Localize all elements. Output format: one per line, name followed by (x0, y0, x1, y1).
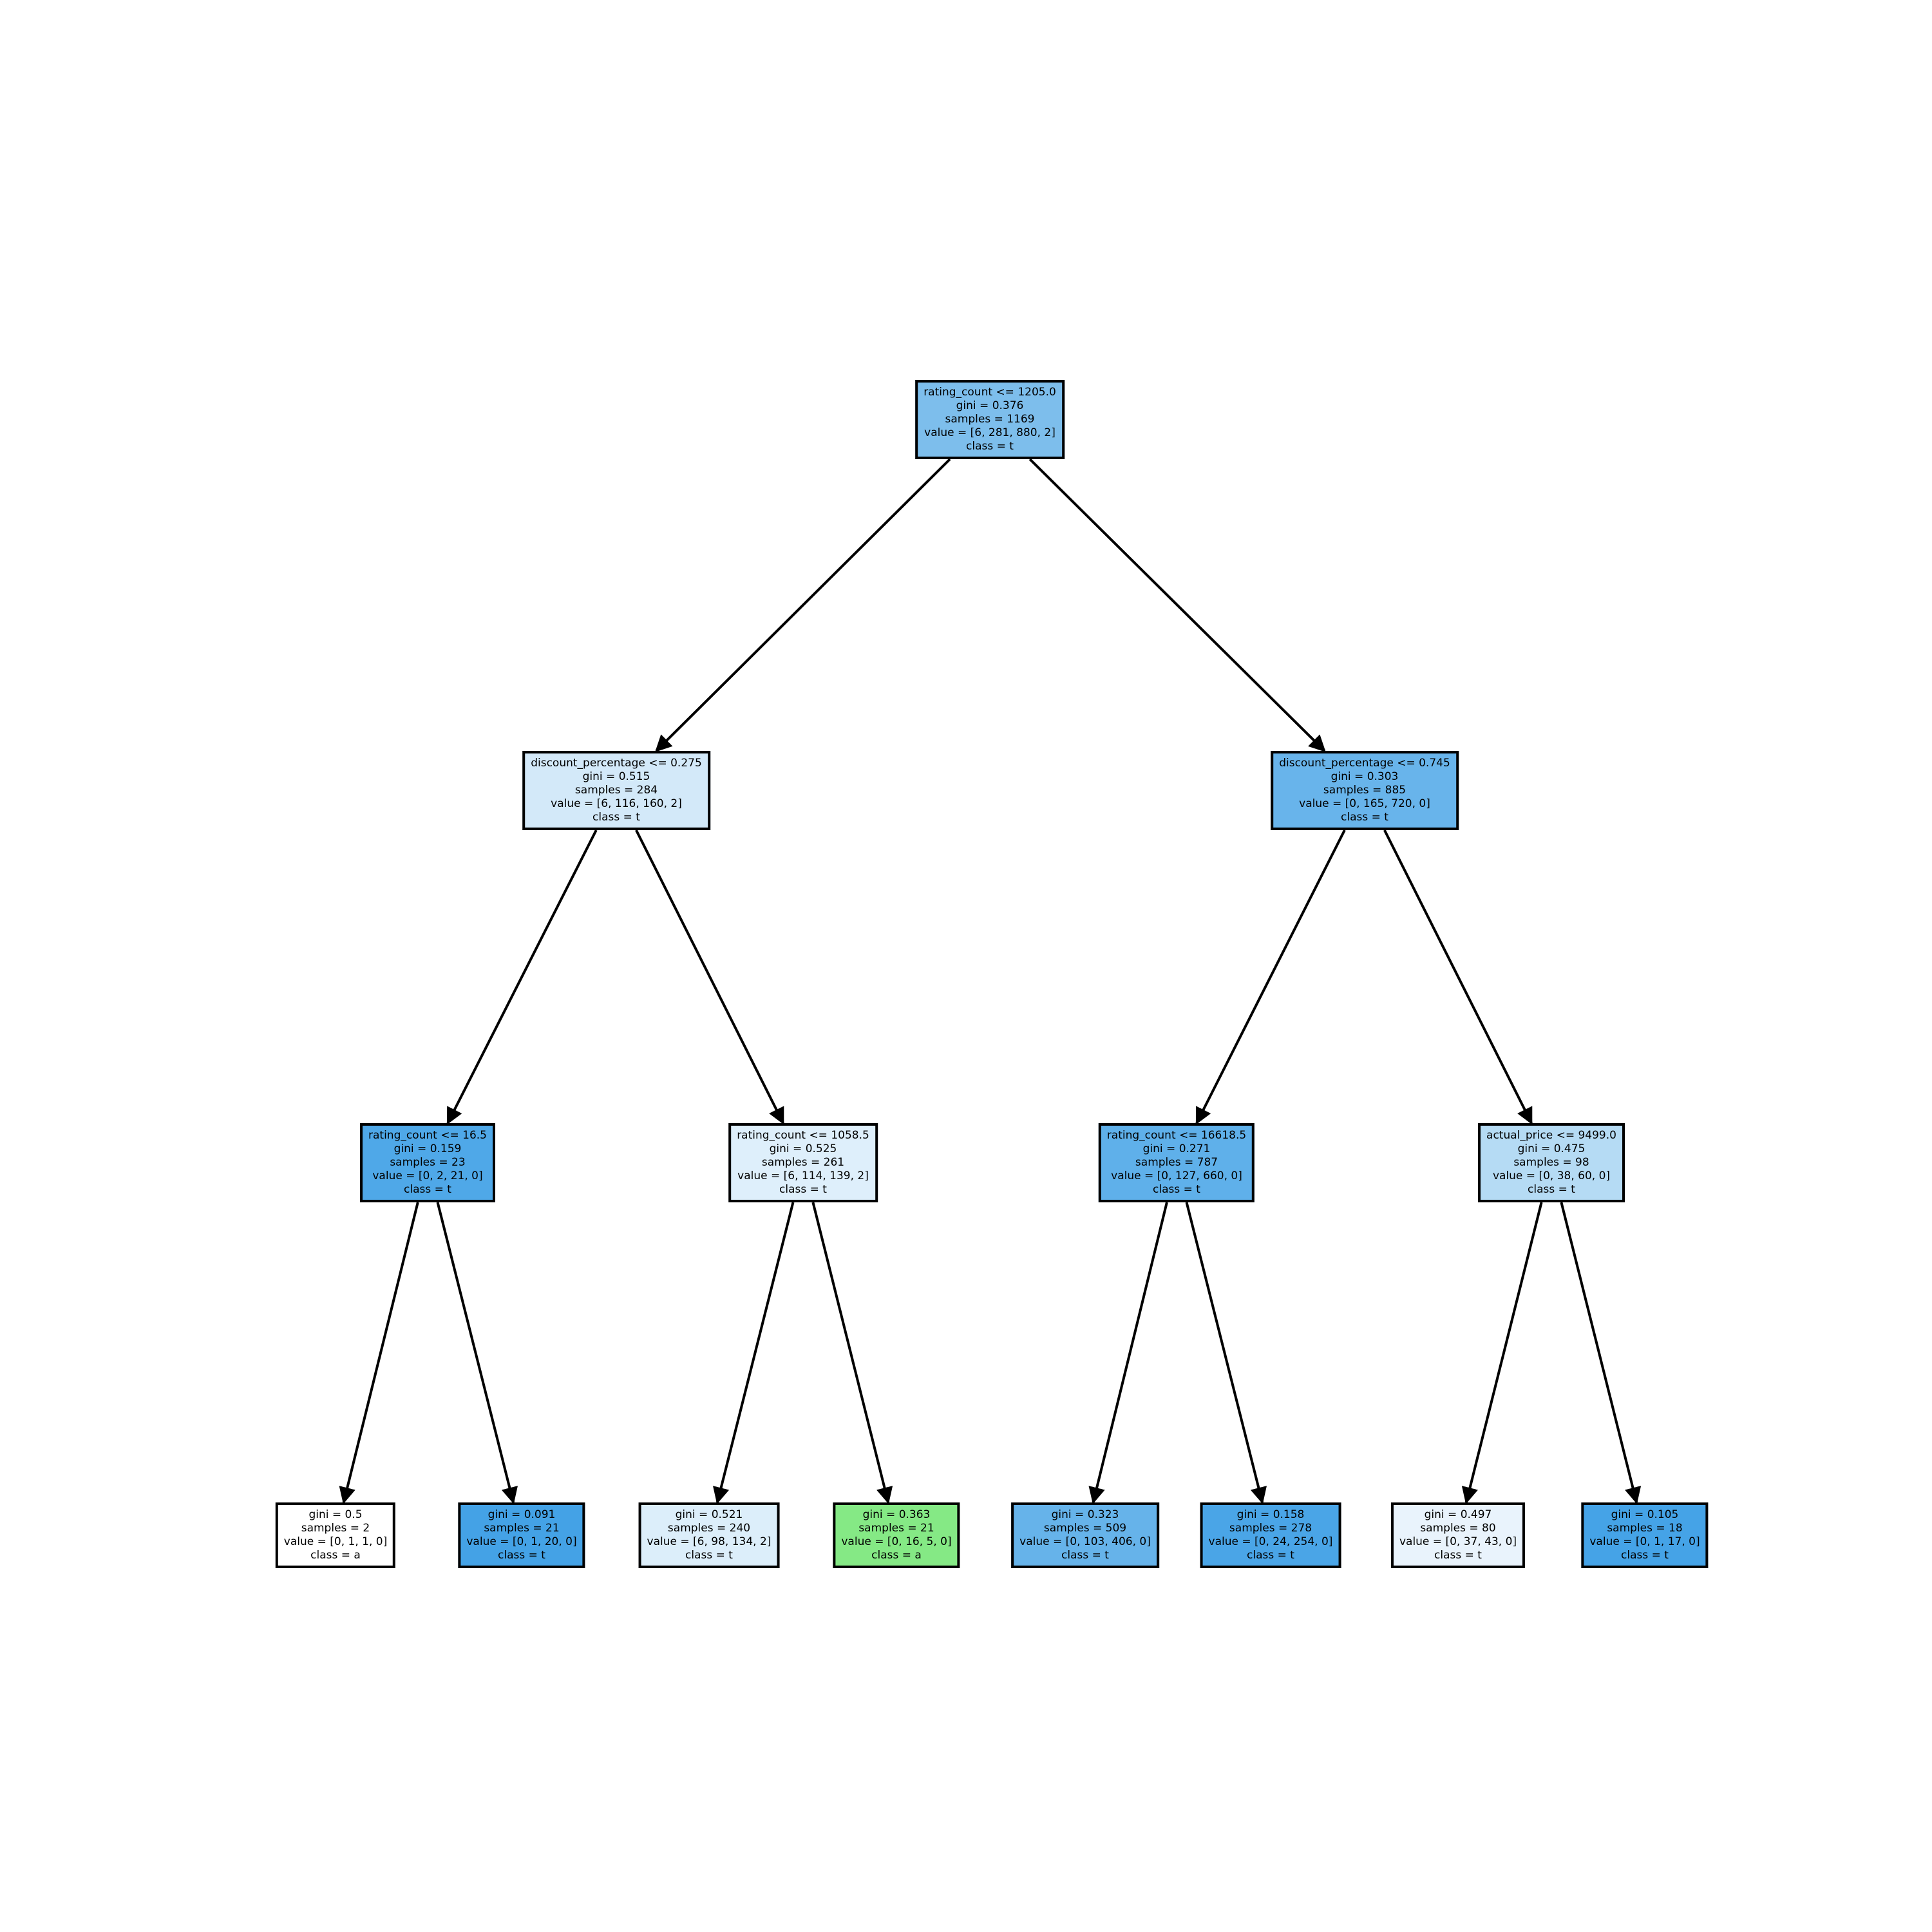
class-label: class = t (1247, 1549, 1294, 1562)
samples-count: samples = 509 (1043, 1522, 1127, 1535)
class-distribution: value = [6, 114, 139, 2] (737, 1170, 869, 1182)
samples-count: samples = 885 (1323, 784, 1406, 797)
samples-count: samples = 1169 (945, 413, 1035, 426)
class-label: class = t (685, 1549, 733, 1562)
tree-edge (436, 1202, 518, 1504)
class-label: class = a (310, 1549, 361, 1562)
tree-edge (1461, 1202, 1543, 1504)
samples-count: samples = 98 (1513, 1156, 1589, 1169)
tree-edge (1195, 829, 1346, 1125)
samples-count: samples = 240 (667, 1522, 751, 1535)
leaf-rrr: gini = 0.105 samples = 18 value = [0, 1,… (1581, 1502, 1709, 1568)
gini-value: gini = 0.521 (675, 1508, 743, 1521)
class-distribution: value = [0, 1, 20, 0] (466, 1535, 577, 1548)
gini-value: gini = 0.159 (393, 1142, 462, 1155)
class-label: class = t (404, 1183, 451, 1196)
class-label: class = t (1061, 1549, 1109, 1562)
tree-edge (712, 1202, 795, 1504)
node-right-left: rating_count <= 16618.5 gini = 0.271 sam… (1098, 1123, 1255, 1202)
node-left-left: rating_count <= 16.5 gini = 0.159 sample… (360, 1123, 495, 1202)
samples-count: samples = 2 (301, 1522, 370, 1535)
class-label: class = t (592, 811, 640, 824)
tree-edge (1383, 829, 1533, 1125)
samples-count: samples = 261 (761, 1156, 845, 1169)
gini-value: gini = 0.091 (488, 1508, 556, 1521)
tree-edge (655, 458, 951, 752)
tree-edge (446, 829, 598, 1125)
class-distribution: value = [0, 127, 660, 0] (1111, 1170, 1242, 1182)
class-label: class = t (1528, 1183, 1575, 1196)
tree-edge (811, 1202, 893, 1504)
node-left: discount_percentage <= 0.275 gini = 0.51… (522, 751, 710, 830)
class-label: class = t (1621, 1549, 1669, 1562)
class-distribution: value = [6, 98, 134, 2] (647, 1535, 772, 1548)
gini-value: gini = 0.497 (1424, 1508, 1492, 1521)
class-label: class = t (1341, 811, 1388, 824)
gini-value: gini = 0.271 (1142, 1142, 1211, 1155)
class-distribution: value = [0, 38, 60, 0] (1492, 1170, 1611, 1182)
gini-value: gini = 0.323 (1051, 1508, 1119, 1521)
gini-value: gini = 0.525 (769, 1142, 837, 1155)
leaf-rll: gini = 0.323 samples = 509 value = [0, 1… (1011, 1502, 1159, 1568)
samples-count: samples = 21 (484, 1522, 560, 1535)
split-condition: discount_percentage <= 0.275 (531, 757, 702, 770)
leaf-llr: gini = 0.091 samples = 21 value = [0, 1,… (458, 1502, 585, 1568)
node-right: discount_percentage <= 0.745 gini = 0.30… (1271, 751, 1459, 830)
gini-value: gini = 0.303 (1331, 770, 1399, 783)
samples-count: samples = 284 (574, 784, 658, 797)
split-condition: rating_count <= 16.5 (368, 1129, 487, 1142)
leaf-rrl: gini = 0.497 samples = 80 value = [0, 37… (1390, 1502, 1526, 1568)
tree-edge (635, 829, 784, 1125)
samples-count: samples = 80 (1420, 1522, 1496, 1535)
class-distribution: value = [6, 281, 880, 2] (924, 426, 1056, 439)
class-distribution: value = [0, 24, 254, 0] (1208, 1535, 1333, 1548)
split-condition: rating_count <= 16618.5 (1106, 1129, 1247, 1142)
class-label: class = t (1153, 1183, 1200, 1196)
class-label: class = a (871, 1549, 922, 1562)
class-distribution: value = [0, 1, 1, 0] (283, 1535, 388, 1548)
split-condition: discount_percentage <= 0.745 (1279, 757, 1450, 770)
class-distribution: value = [6, 116, 160, 2] (551, 797, 682, 810)
class-distribution: value = [0, 16, 5, 0] (841, 1535, 952, 1548)
class-label: class = t (966, 440, 1014, 453)
gini-value: gini = 0.475 (1517, 1142, 1586, 1155)
class-distribution: value = [0, 1, 17, 0] (1589, 1535, 1700, 1548)
samples-count: samples = 278 (1229, 1522, 1312, 1535)
split-condition: actual_price <= 9499.0 (1486, 1129, 1616, 1142)
class-label: class = t (1434, 1549, 1482, 1562)
class-distribution: value = [0, 2, 21, 0] (372, 1170, 483, 1182)
tree-edge (339, 1202, 419, 1504)
samples-count: samples = 23 (390, 1156, 466, 1169)
leaf-lrl: gini = 0.521 samples = 240 value = [6, 9… (638, 1502, 780, 1568)
class-distribution: value = [0, 103, 406, 0] (1019, 1535, 1151, 1548)
gini-value: gini = 0.515 (582, 770, 650, 783)
gini-value: gini = 0.158 (1236, 1508, 1305, 1521)
class-distribution: value = [0, 37, 43, 0] (1399, 1535, 1517, 1548)
node-left-right: rating_count <= 1058.5 gini = 0.525 samp… (728, 1123, 878, 1202)
tree-edge (1088, 1202, 1168, 1504)
samples-count: samples = 21 (858, 1522, 934, 1535)
leaf-rlr: gini = 0.158 samples = 278 value = [0, 2… (1200, 1502, 1341, 1568)
tree-edge (1028, 458, 1326, 752)
split-condition: rating_count <= 1205.0 (923, 386, 1056, 399)
tree-edge (1560, 1202, 1642, 1504)
samples-count: samples = 787 (1135, 1156, 1218, 1169)
class-label: class = t (779, 1183, 827, 1196)
gini-value: gini = 0.376 (956, 399, 1024, 412)
leaf-lll: gini = 0.5 samples = 2 value = [0, 1, 1,… (275, 1502, 396, 1568)
tree-edge (1185, 1202, 1267, 1504)
node-right-right: actual_price <= 9499.0 gini = 0.475 samp… (1478, 1123, 1625, 1202)
gini-value: gini = 0.105 (1611, 1508, 1679, 1521)
gini-value: gini = 0.5 (308, 1508, 363, 1521)
gini-value: gini = 0.363 (862, 1508, 931, 1521)
split-condition: rating_count <= 1058.5 (737, 1129, 869, 1142)
samples-count: samples = 18 (1607, 1522, 1683, 1535)
class-distribution: value = [0, 165, 720, 0] (1299, 797, 1430, 810)
leaf-lrr: gini = 0.363 samples = 21 value = [0, 16… (833, 1502, 960, 1568)
class-label: class = t (498, 1549, 545, 1562)
node-root: rating_count <= 1205.0 gini = 0.376 samp… (915, 380, 1065, 459)
